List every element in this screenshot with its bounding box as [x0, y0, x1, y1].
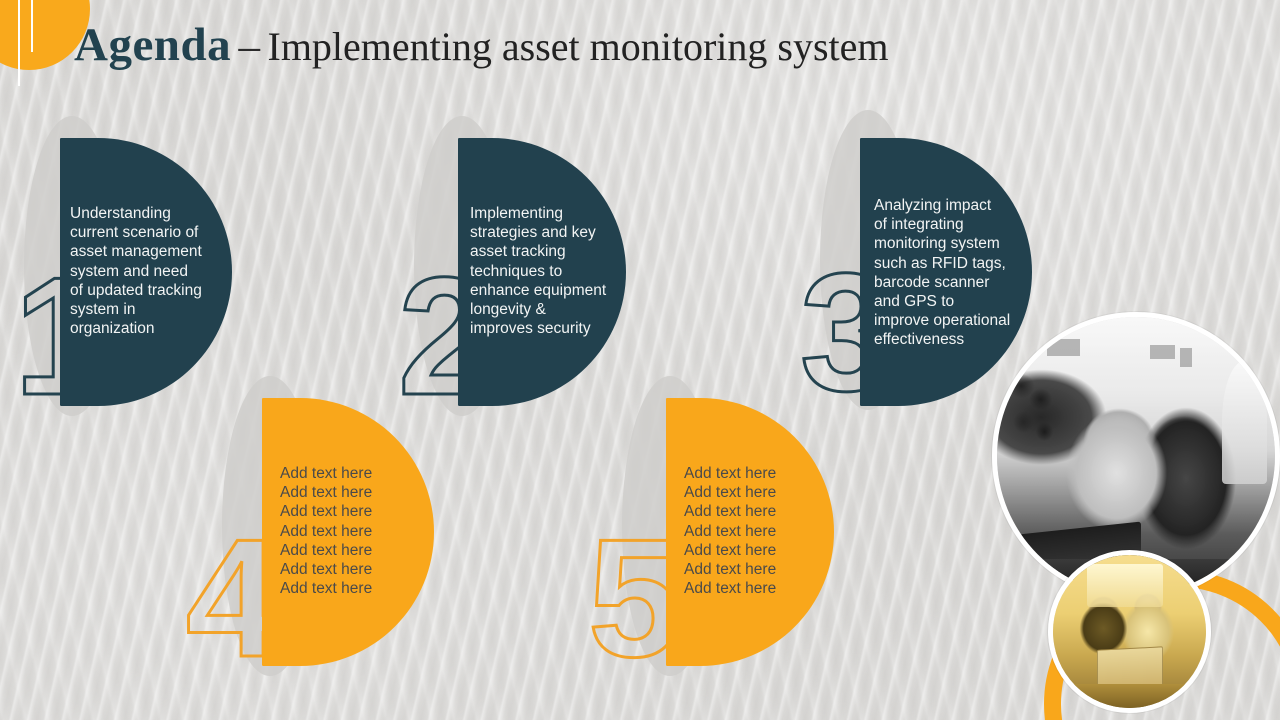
agenda-line: barcode scanner: [874, 273, 990, 291]
team-collaboration-photo: [992, 312, 1280, 600]
agenda-card-3-text: Analyzing impact of integrating monitori…: [874, 196, 1010, 350]
photo-plant: [1002, 367, 1064, 462]
agenda-card-2-text: Implementing strategies and key asset tr…: [470, 204, 606, 338]
agenda-line: organization: [70, 320, 155, 338]
agenda-card-2[interactable]: Implementing strategies and key asset tr…: [458, 138, 626, 406]
agenda-line: Add text here: [280, 465, 373, 482]
photo-inner: [1053, 555, 1206, 708]
agenda-line: strategies and key: [470, 224, 596, 242]
agenda-card-1-text: Understanding current scenario of asset …: [70, 204, 202, 338]
agenda-line: Add text here: [280, 541, 373, 559]
photo-desk: [1053, 683, 1206, 708]
agenda-line: Add text here: [280, 503, 373, 521]
photo-inner: [997, 317, 1275, 595]
agenda-line: Add text here: [684, 522, 777, 540]
agenda-line: such as RFID tags,: [874, 254, 1006, 272]
corner-accent-line: [18, 0, 20, 86]
agenda-line: Understanding: [70, 205, 171, 222]
agenda-line: enhance equipment: [470, 281, 607, 299]
agenda-line: and GPS to: [874, 293, 955, 311]
corner-accent-line: [31, 0, 33, 52]
page-title-separator: –: [238, 23, 261, 70]
colleagues-laptop-photo: [1048, 550, 1211, 713]
agenda-line: system and need: [70, 262, 189, 280]
agenda-line: Add text here: [280, 580, 373, 598]
page-title-main: Agenda: [74, 19, 232, 71]
agenda-line: Add text here: [684, 561, 777, 579]
agenda-line: Analyzing impact: [874, 197, 992, 214]
agenda-card-4-text: Add text here Add text here Add text her…: [280, 464, 372, 598]
agenda-line: asset management: [70, 243, 202, 261]
photo-window: [1086, 564, 1164, 607]
agenda-line: Add text here: [280, 522, 373, 540]
agenda-line: improves security: [470, 320, 591, 338]
agenda-line: Add text here: [684, 484, 777, 502]
photo-ceiling-vent: [1149, 344, 1175, 359]
agenda-line: Add text here: [684, 580, 777, 598]
page-title: Agenda – Implementing asset monitoring s…: [74, 18, 889, 72]
agenda-line: Add text here: [280, 484, 373, 502]
agenda-line: longevity &: [470, 301, 546, 319]
agenda-line: effectiveness: [874, 331, 965, 349]
agenda-card-4[interactable]: Add text here Add text here Add text her…: [262, 398, 434, 666]
photo-ceiling-vent: [1047, 339, 1081, 356]
agenda-line: Implementing: [470, 205, 564, 222]
agenda-line: current scenario of: [70, 224, 199, 242]
photo-ceiling-vent: [1180, 347, 1192, 368]
photo-window: [1222, 361, 1267, 484]
agenda-line: Add text here: [684, 541, 777, 559]
agenda-line: improve operational: [874, 312, 1011, 330]
agenda-line: of updated tracking: [70, 281, 202, 299]
agenda-line: Add text here: [280, 561, 373, 579]
agenda-line: asset tracking: [470, 243, 566, 261]
agenda-card-5[interactable]: Add text here Add text here Add text her…: [666, 398, 834, 666]
agenda-line: of integrating: [874, 216, 964, 234]
agenda-line: system in: [70, 301, 136, 319]
page-title-subtitle: Implementing asset monitoring system: [267, 24, 889, 69]
agenda-line: Add text here: [684, 503, 777, 521]
agenda-card-5-text: Add text here Add text here Add text her…: [684, 464, 776, 598]
agenda-line: techniques to: [470, 262, 563, 280]
agenda-line: Add text here: [684, 465, 777, 482]
agenda-card-1[interactable]: Understanding current scenario of asset …: [60, 138, 232, 406]
agenda-line: monitoring system: [874, 235, 1000, 253]
